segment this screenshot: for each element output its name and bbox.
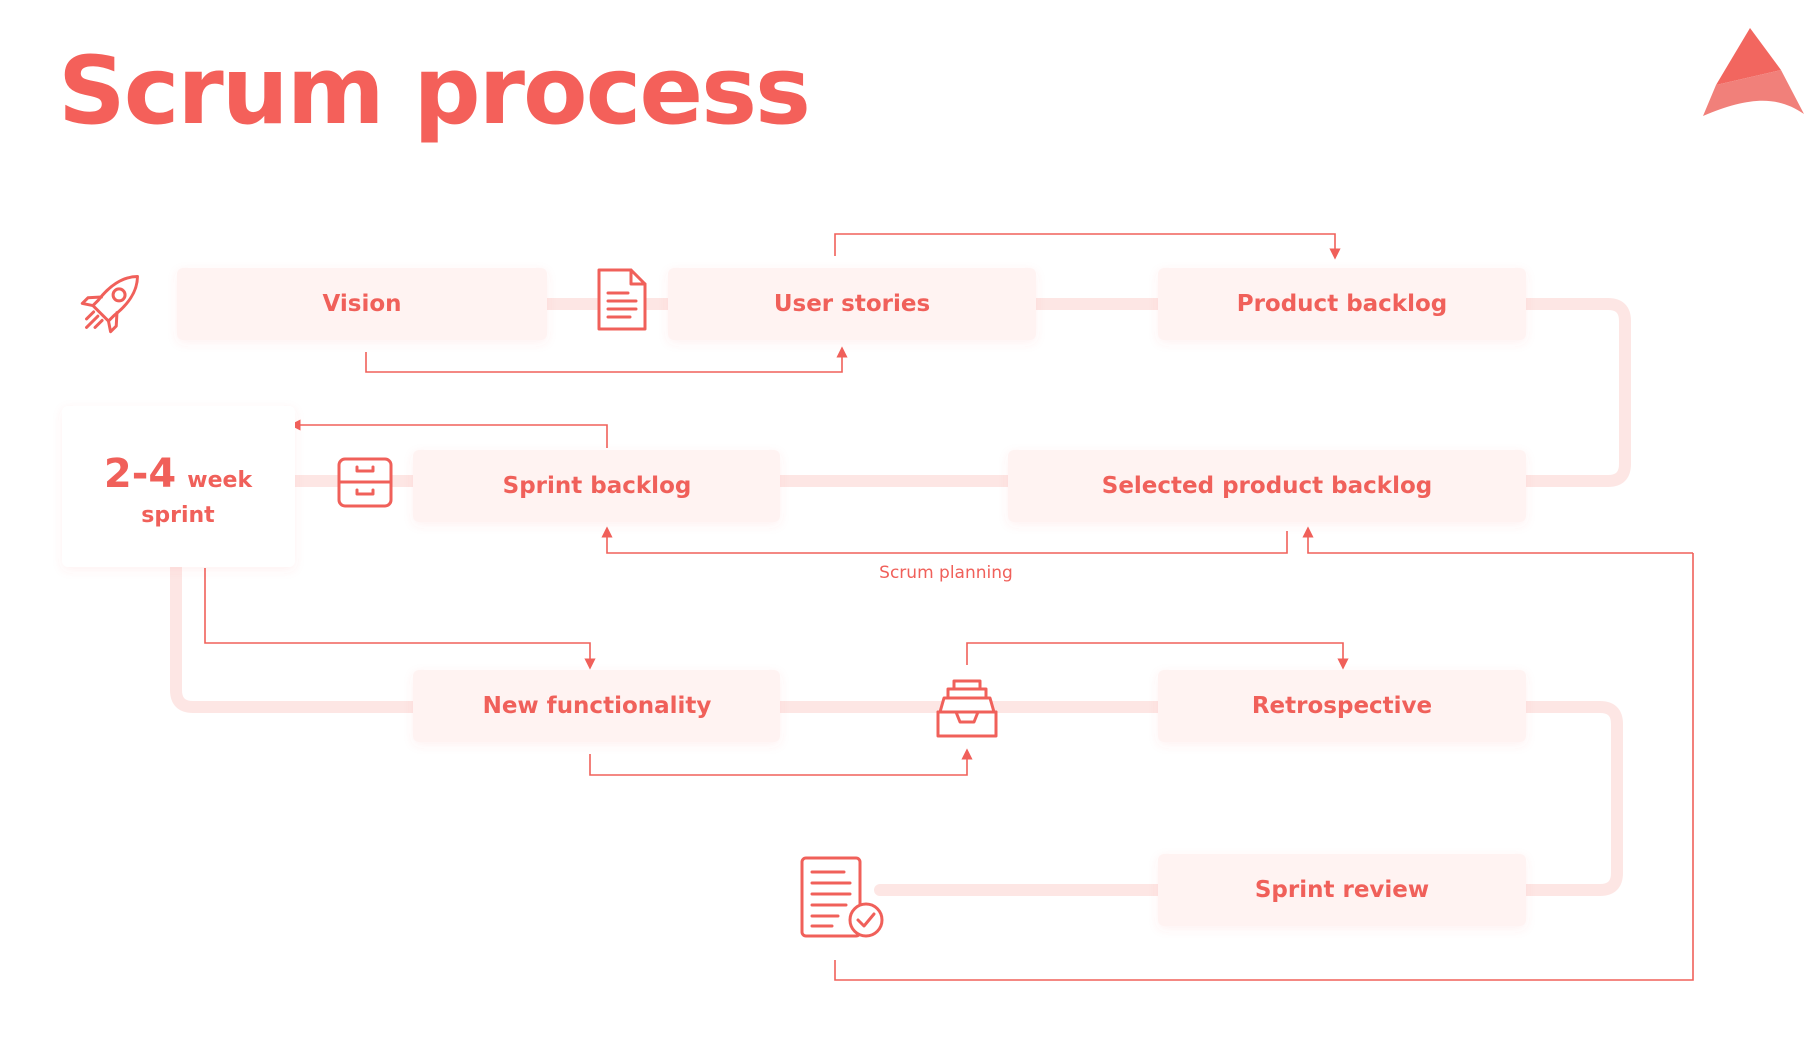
product-backlog-label: Product backlog <box>1237 291 1448 317</box>
logo-icon <box>1703 28 1804 116</box>
selected-product-backlog-label: Selected product backlog <box>1102 473 1433 499</box>
retrospective-label: Retrospective <box>1252 693 1432 719</box>
page-title: Scrum process <box>58 37 811 146</box>
product-backlog-box: Product backlog <box>1158 268 1526 340</box>
vision-box: Vision <box>177 268 547 340</box>
document-icon <box>597 268 647 331</box>
sprint-label: sprint <box>141 503 215 528</box>
sprint-backlog-box: Sprint backlog <box>413 450 780 522</box>
sprint-unit: week <box>187 468 253 493</box>
sprint-duration-box: 2-4 week sprint <box>62 406 295 567</box>
scrum-planning-label: Scrum planning <box>879 563 1013 583</box>
user-stories-box: User stories <box>668 268 1036 340</box>
sprint-review-box: Sprint review <box>1158 854 1526 926</box>
vision-label: Vision <box>322 291 401 317</box>
drawer-icon <box>337 457 393 508</box>
checked-document-icon <box>800 856 884 938</box>
svg-text:2-4 week: 2-4 week <box>104 451 254 497</box>
new-functionality-box: New functionality <box>413 670 780 742</box>
sprint-duration: 2-4 <box>104 451 176 497</box>
sprint-backlog-label: Sprint backlog <box>503 473 692 499</box>
arrow-connectors <box>204 233 1694 981</box>
user-stories-label: User stories <box>774 291 930 317</box>
new-functionality-label: New functionality <box>483 693 712 719</box>
inbox-tray-icon <box>936 679 998 738</box>
selected-product-backlog-box: Selected product backlog <box>1008 450 1526 522</box>
retrospective-box: Retrospective <box>1158 670 1526 742</box>
process-tracks <box>170 298 1631 896</box>
sprint-review-label: Sprint review <box>1255 877 1429 903</box>
rocket-icon <box>80 275 139 334</box>
